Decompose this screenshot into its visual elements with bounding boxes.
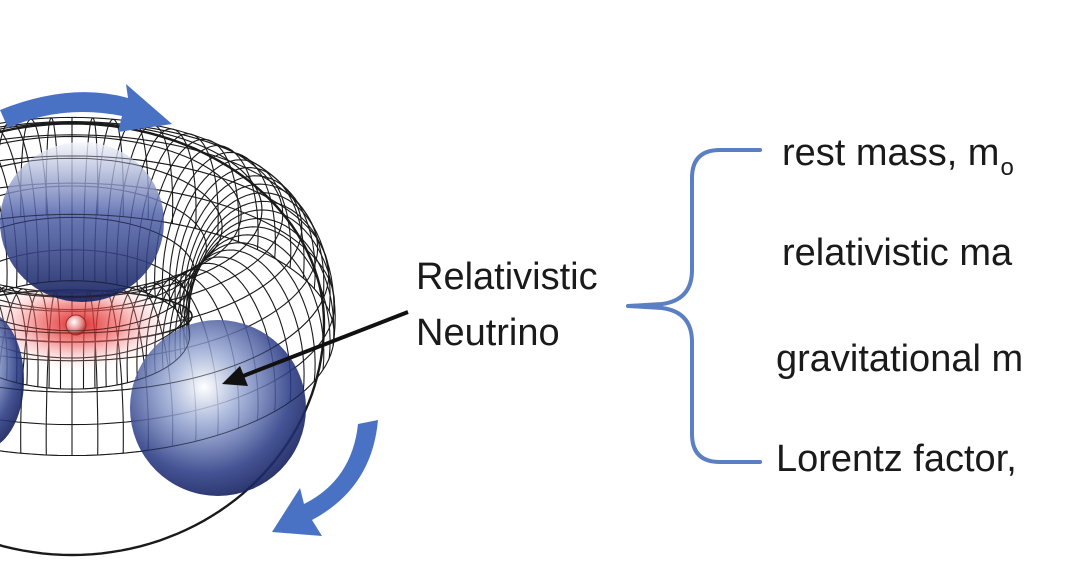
curly-brace-icon [626, 148, 762, 464]
sphere-right [130, 320, 306, 496]
callout-line-2: Neutrino [416, 312, 560, 354]
property-gravitational-mass-text: gravitational m [776, 338, 1024, 380]
property-relativistic-mass-text: relativistic ma [782, 232, 1013, 274]
neutrino-core-icon [65, 314, 87, 336]
property-rest-mass: rest mass, mo [782, 132, 1014, 180]
torus-parallel-line [0, 135, 242, 293]
sphere-mesh-line [0, 280, 191, 390]
property-rest-mass-subscript: o [1000, 154, 1014, 181]
property-relativistic-mass: relativistic ma [782, 234, 1012, 272]
pointer-arrow-icon [222, 310, 409, 386]
sphere-left [0, 316, 24, 444]
torus-parallel-line [0, 116, 284, 312]
torus-outline [0, 122, 326, 557]
rotation-arrow-bottom-icon [272, 420, 378, 536]
property-rest-mass-text: rest mass, m [782, 132, 1000, 174]
sphere-mesh-line [0, 216, 196, 332]
property-lorentz-factor: Lorentz factor, [776, 440, 1017, 478]
core-glow [0, 278, 173, 370]
sphere-top [0, 142, 164, 302]
sphere-mesh-line [0, 155, 330, 393]
torus-meridian-line [188, 209, 336, 335]
sphere-mesh-line [0, 213, 335, 456]
property-lorentz-factor-text: Lorentz factor, [776, 438, 1017, 480]
property-gravitational-mass: gravitational m [776, 340, 1023, 378]
sphere-mesh-line [0, 157, 223, 297]
sphere-mesh-line [0, 121, 303, 334]
sphere-mesh-line [0, 122, 263, 298]
rotation-arrow-top-icon [0, 84, 172, 132]
callout-line-1: Relativistic [416, 256, 598, 298]
mesh-overlay [0, 121, 335, 456]
